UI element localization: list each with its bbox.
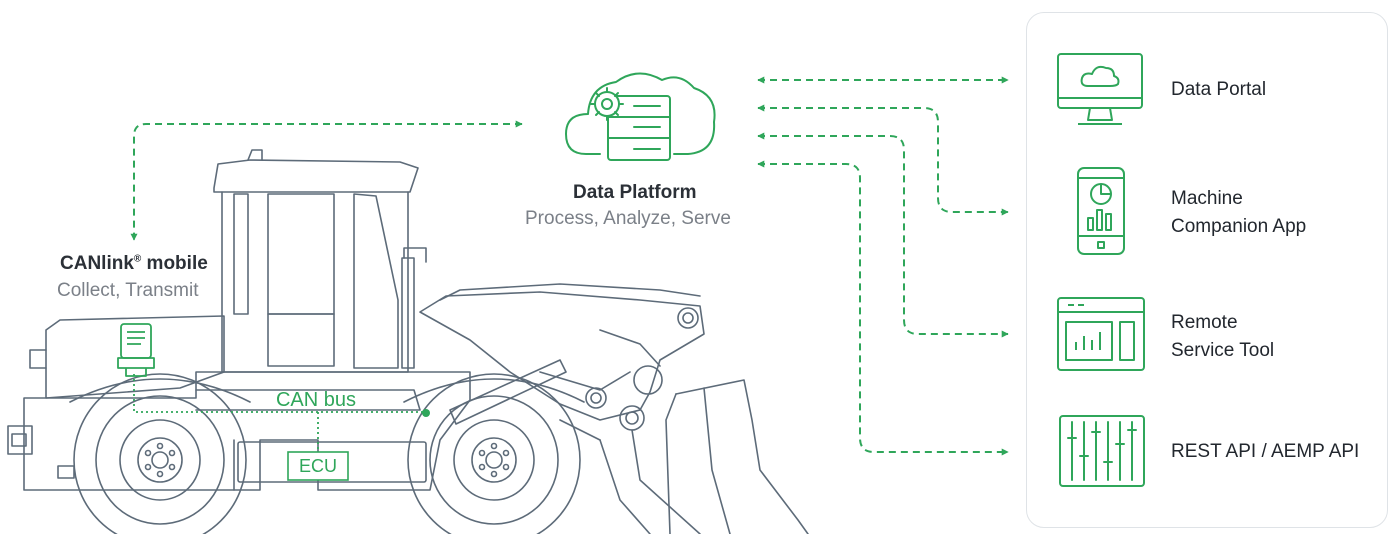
connector-canlink-platform	[130, 120, 523, 241]
cloud-server-icon	[565, 72, 716, 161]
sliders-icon	[1059, 415, 1145, 487]
output-companion-app-line1: Machine	[1171, 188, 1243, 209]
output-data-portal-label: Data Portal	[1171, 79, 1267, 100]
dashboard-window-icon	[1057, 297, 1145, 371]
data-platform-title: Data Platform	[573, 182, 697, 203]
connector-arrows	[130, 76, 1009, 456]
can-bus-node	[422, 409, 430, 417]
registered-mark: ®	[133, 253, 142, 265]
canlink-device-icon	[117, 323, 155, 377]
canlink-title-suffix: mobile	[141, 253, 208, 274]
ecu-box	[287, 451, 349, 481]
can-bus-wiring	[133, 374, 426, 450]
monitor-cloud-icon	[1057, 53, 1143, 125]
ecu-label: ECU	[299, 456, 337, 476]
smartphone-chart-icon	[1077, 167, 1125, 255]
output-companion-app-label: Machine Companion App	[1171, 185, 1306, 241]
output-remote-service-line1: Remote	[1171, 312, 1238, 333]
canlink-subtitle: Collect, Transmit	[57, 280, 199, 301]
output-remote-service-line2: Service Tool	[1171, 340, 1275, 361]
output-remote-service-label: Remote Service Tool	[1171, 309, 1274, 365]
can-bus-label: CAN bus	[276, 389, 356, 411]
canlink-title-name: CANlink	[60, 253, 134, 274]
data-platform-subtitle: Process, Analyze, Serve	[525, 208, 731, 229]
output-companion-app-line2: Companion App	[1171, 216, 1307, 237]
canlink-title: CANlink® mobile	[60, 253, 208, 275]
output-rest-api-label: REST API / AEMP API	[1171, 441, 1360, 462]
connector-rest-api	[757, 160, 1009, 456]
